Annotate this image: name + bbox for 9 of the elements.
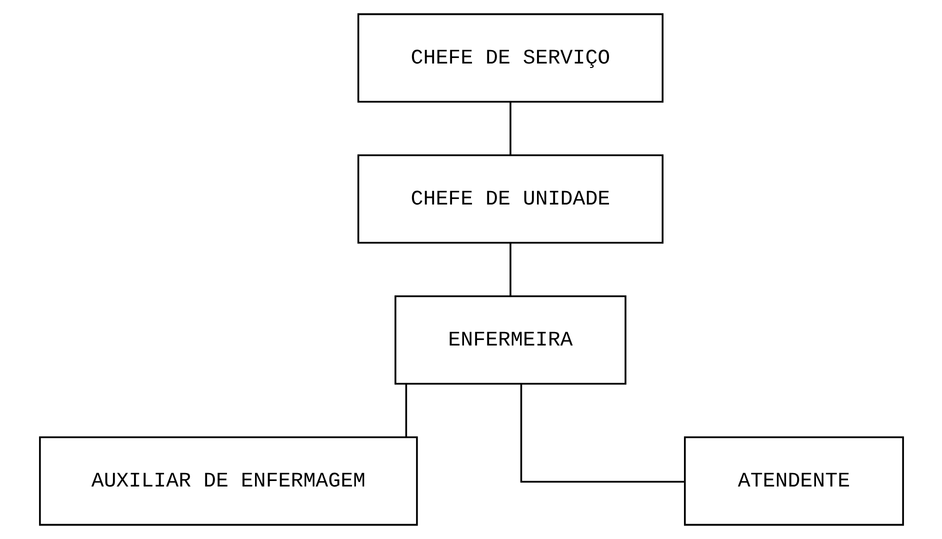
connector — [404, 384, 407, 438]
connector — [509, 242, 511, 296]
node-box: CHEFE DE UNIDADE — [356, 154, 663, 244]
connector — [520, 384, 684, 483]
node-box: ENFERMEIRA — [394, 295, 626, 385]
node-box: ATENDENTE — [683, 436, 904, 526]
node-box: AUXILIAR DE ENFERMAGEM — [38, 436, 418, 526]
node-box: CHEFE DE SERVIÇO — [356, 13, 663, 103]
connector — [509, 102, 511, 156]
